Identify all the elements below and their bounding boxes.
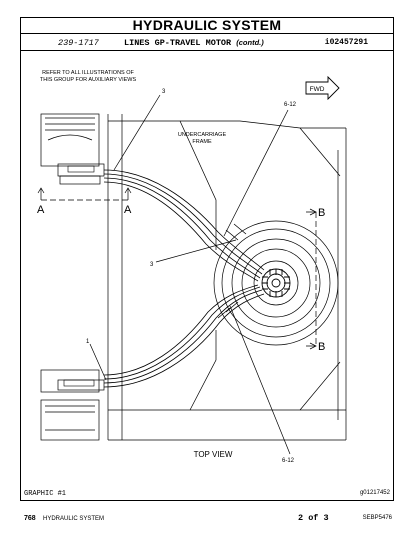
reference-id: i02457291 [324, 38, 368, 47]
callout-1: 1 [86, 339, 90, 345]
swing-bearing [213, 220, 339, 346]
contd-label: (contd.) [236, 38, 264, 47]
fwd-label: FWD [310, 86, 325, 93]
part-number: 239-1717 [58, 38, 99, 48]
section-a-left: A [37, 204, 45, 216]
part-heading: 239-1717 LINES GP-TRAVEL MOTOR (contd.) … [20, 35, 394, 51]
graphic-id: g01217452 [359, 490, 390, 496]
frame-rail-upper [107, 114, 123, 440]
lower-component [40, 369, 105, 441]
upper-component [40, 113, 105, 185]
swivel-center [261, 268, 291, 298]
note-line-2: THIS GROUP FOR AUXILIARY VIEWS [40, 77, 137, 83]
footer-publication: SEBP5476 [362, 515, 392, 521]
fwd-arrow [305, 75, 340, 101]
undercarriage-label-1: UNDERCARRIAGE [178, 132, 227, 138]
leader-6-12-bottom [229, 305, 291, 455]
leader-3-mid [155, 239, 237, 263]
upper-hose-bundle [103, 169, 265, 282]
view-label: TOP VIEW [194, 450, 233, 459]
section-b-bottom: B [318, 341, 325, 353]
section-b-top: B [318, 207, 325, 219]
footer-section: HYDRAULIC SYSTEM [43, 516, 105, 522]
undercarriage-label-2: FRAME [192, 139, 212, 145]
callout-6-12-top: 6-12 [284, 102, 297, 108]
leader-6-12-top [223, 109, 289, 237]
footer-page-of: 2 of 3 [298, 513, 329, 523]
leader-3-top [113, 94, 161, 171]
lower-hose-bundle [103, 284, 265, 388]
callout-6-12-bottom: 6-12 [282, 458, 295, 464]
callout-3-mid: 3 [150, 262, 154, 268]
frame-top [108, 120, 346, 129]
part-description: LINES GP-TRAVEL MOTOR (contd.) [124, 38, 264, 48]
graphic-label: GRAPHIC #1 [24, 490, 67, 498]
leader-1 [89, 343, 107, 381]
section-a-right: A [124, 204, 132, 216]
page-title: HYDRAULIC SYSTEM [20, 17, 394, 34]
callout-3-top: 3 [162, 89, 166, 95]
note-line-1: REFER TO ALL ILLUSTRATIONS OF [42, 70, 134, 76]
page-frame [20, 17, 394, 501]
part-description-text: LINES GP-TRAVEL MOTOR [124, 38, 232, 48]
footer-page-number: 768 [24, 515, 36, 522]
